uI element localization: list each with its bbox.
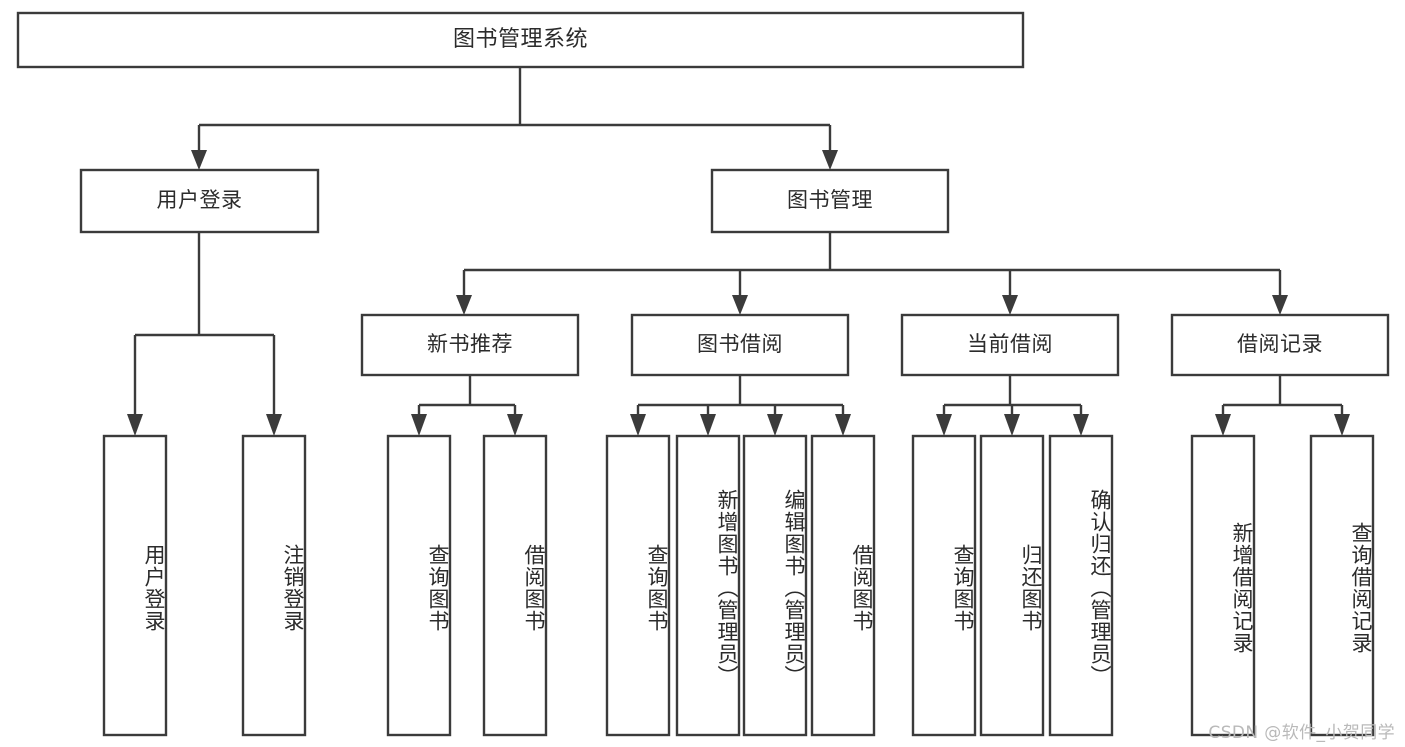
node-box-leaf-query-book-a[interactable] bbox=[386, 434, 452, 737]
arrow-head-leaf-confirm-return bbox=[1073, 414, 1089, 436]
arrow-head-user-login bbox=[191, 150, 207, 170]
connector-book-management-to-level3 bbox=[456, 232, 1288, 315]
arrow-head-leaf-add-book bbox=[700, 414, 716, 436]
node-box-leaf-borrow-book-a[interactable] bbox=[482, 434, 548, 737]
arrow-head-current-borrow bbox=[1002, 295, 1018, 315]
arrow-head-leaf-borrow-book-a bbox=[507, 414, 523, 436]
arrow-head-leaf-user-login bbox=[127, 414, 143, 436]
node-box-user-login[interactable] bbox=[79, 168, 320, 234]
connector-book-borrow-to-leaves bbox=[630, 375, 851, 436]
node-box-leaf-query-record[interactable] bbox=[1309, 434, 1375, 737]
node-box-leaf-confirm-return[interactable] bbox=[1048, 434, 1114, 737]
node-box-leaf-query-book-b[interactable] bbox=[605, 434, 671, 737]
connector-current-borrow-to-leaves bbox=[936, 375, 1089, 436]
arrow-head-leaf-edit-book bbox=[767, 414, 783, 436]
watermark-text: CSDN @软件_小贺同学 bbox=[1208, 723, 1395, 743]
node-box-borrow-record[interactable] bbox=[1170, 313, 1390, 377]
connector-user-login-to-leaves bbox=[127, 232, 282, 436]
arrow-head-leaf-user-logout bbox=[266, 414, 282, 436]
arrow-head-leaf-query-book-c bbox=[936, 414, 952, 436]
arrow-head-leaf-return-book bbox=[1004, 414, 1020, 436]
node-box-book-borrow[interactable] bbox=[630, 313, 850, 377]
node-box-leaf-add-book[interactable] bbox=[675, 434, 741, 737]
node-box-leaf-edit-book[interactable] bbox=[742, 434, 808, 737]
node-box-root[interactable] bbox=[16, 11, 1025, 69]
node-box-leaf-query-book-c[interactable] bbox=[911, 434, 977, 737]
connector-borrow-record-to-leaves bbox=[1215, 375, 1350, 436]
arrow-head-book-borrow bbox=[732, 295, 748, 315]
arrow-head-borrow-record bbox=[1272, 295, 1288, 315]
arrow-head-leaf-query-book-b bbox=[630, 414, 646, 436]
node-box-leaf-user-login[interactable] bbox=[102, 434, 168, 737]
node-box-leaf-user-logout[interactable] bbox=[241, 434, 307, 737]
arrow-head-leaf-borrow-book-b bbox=[835, 414, 851, 436]
node-box-leaf-add-record[interactable] bbox=[1190, 434, 1256, 737]
arrow-head-leaf-query-book-a bbox=[411, 414, 427, 436]
node-box-book-management[interactable] bbox=[710, 168, 950, 234]
node-box-new-book-recommend[interactable] bbox=[360, 313, 580, 377]
node-box-current-borrow[interactable] bbox=[900, 313, 1120, 377]
arrow-head-new-book-recommend bbox=[456, 295, 472, 315]
arrow-head-book-management bbox=[822, 150, 838, 170]
arrow-head-leaf-add-record bbox=[1215, 414, 1231, 436]
connector-new-book-recommend-to-leaves bbox=[411, 375, 523, 436]
arrow-head-leaf-query-record bbox=[1334, 414, 1350, 436]
node-box-leaf-borrow-book-b[interactable] bbox=[810, 434, 876, 737]
node-box-leaf-return-book[interactable] bbox=[979, 434, 1045, 737]
connector-root-to-level2 bbox=[191, 67, 838, 170]
